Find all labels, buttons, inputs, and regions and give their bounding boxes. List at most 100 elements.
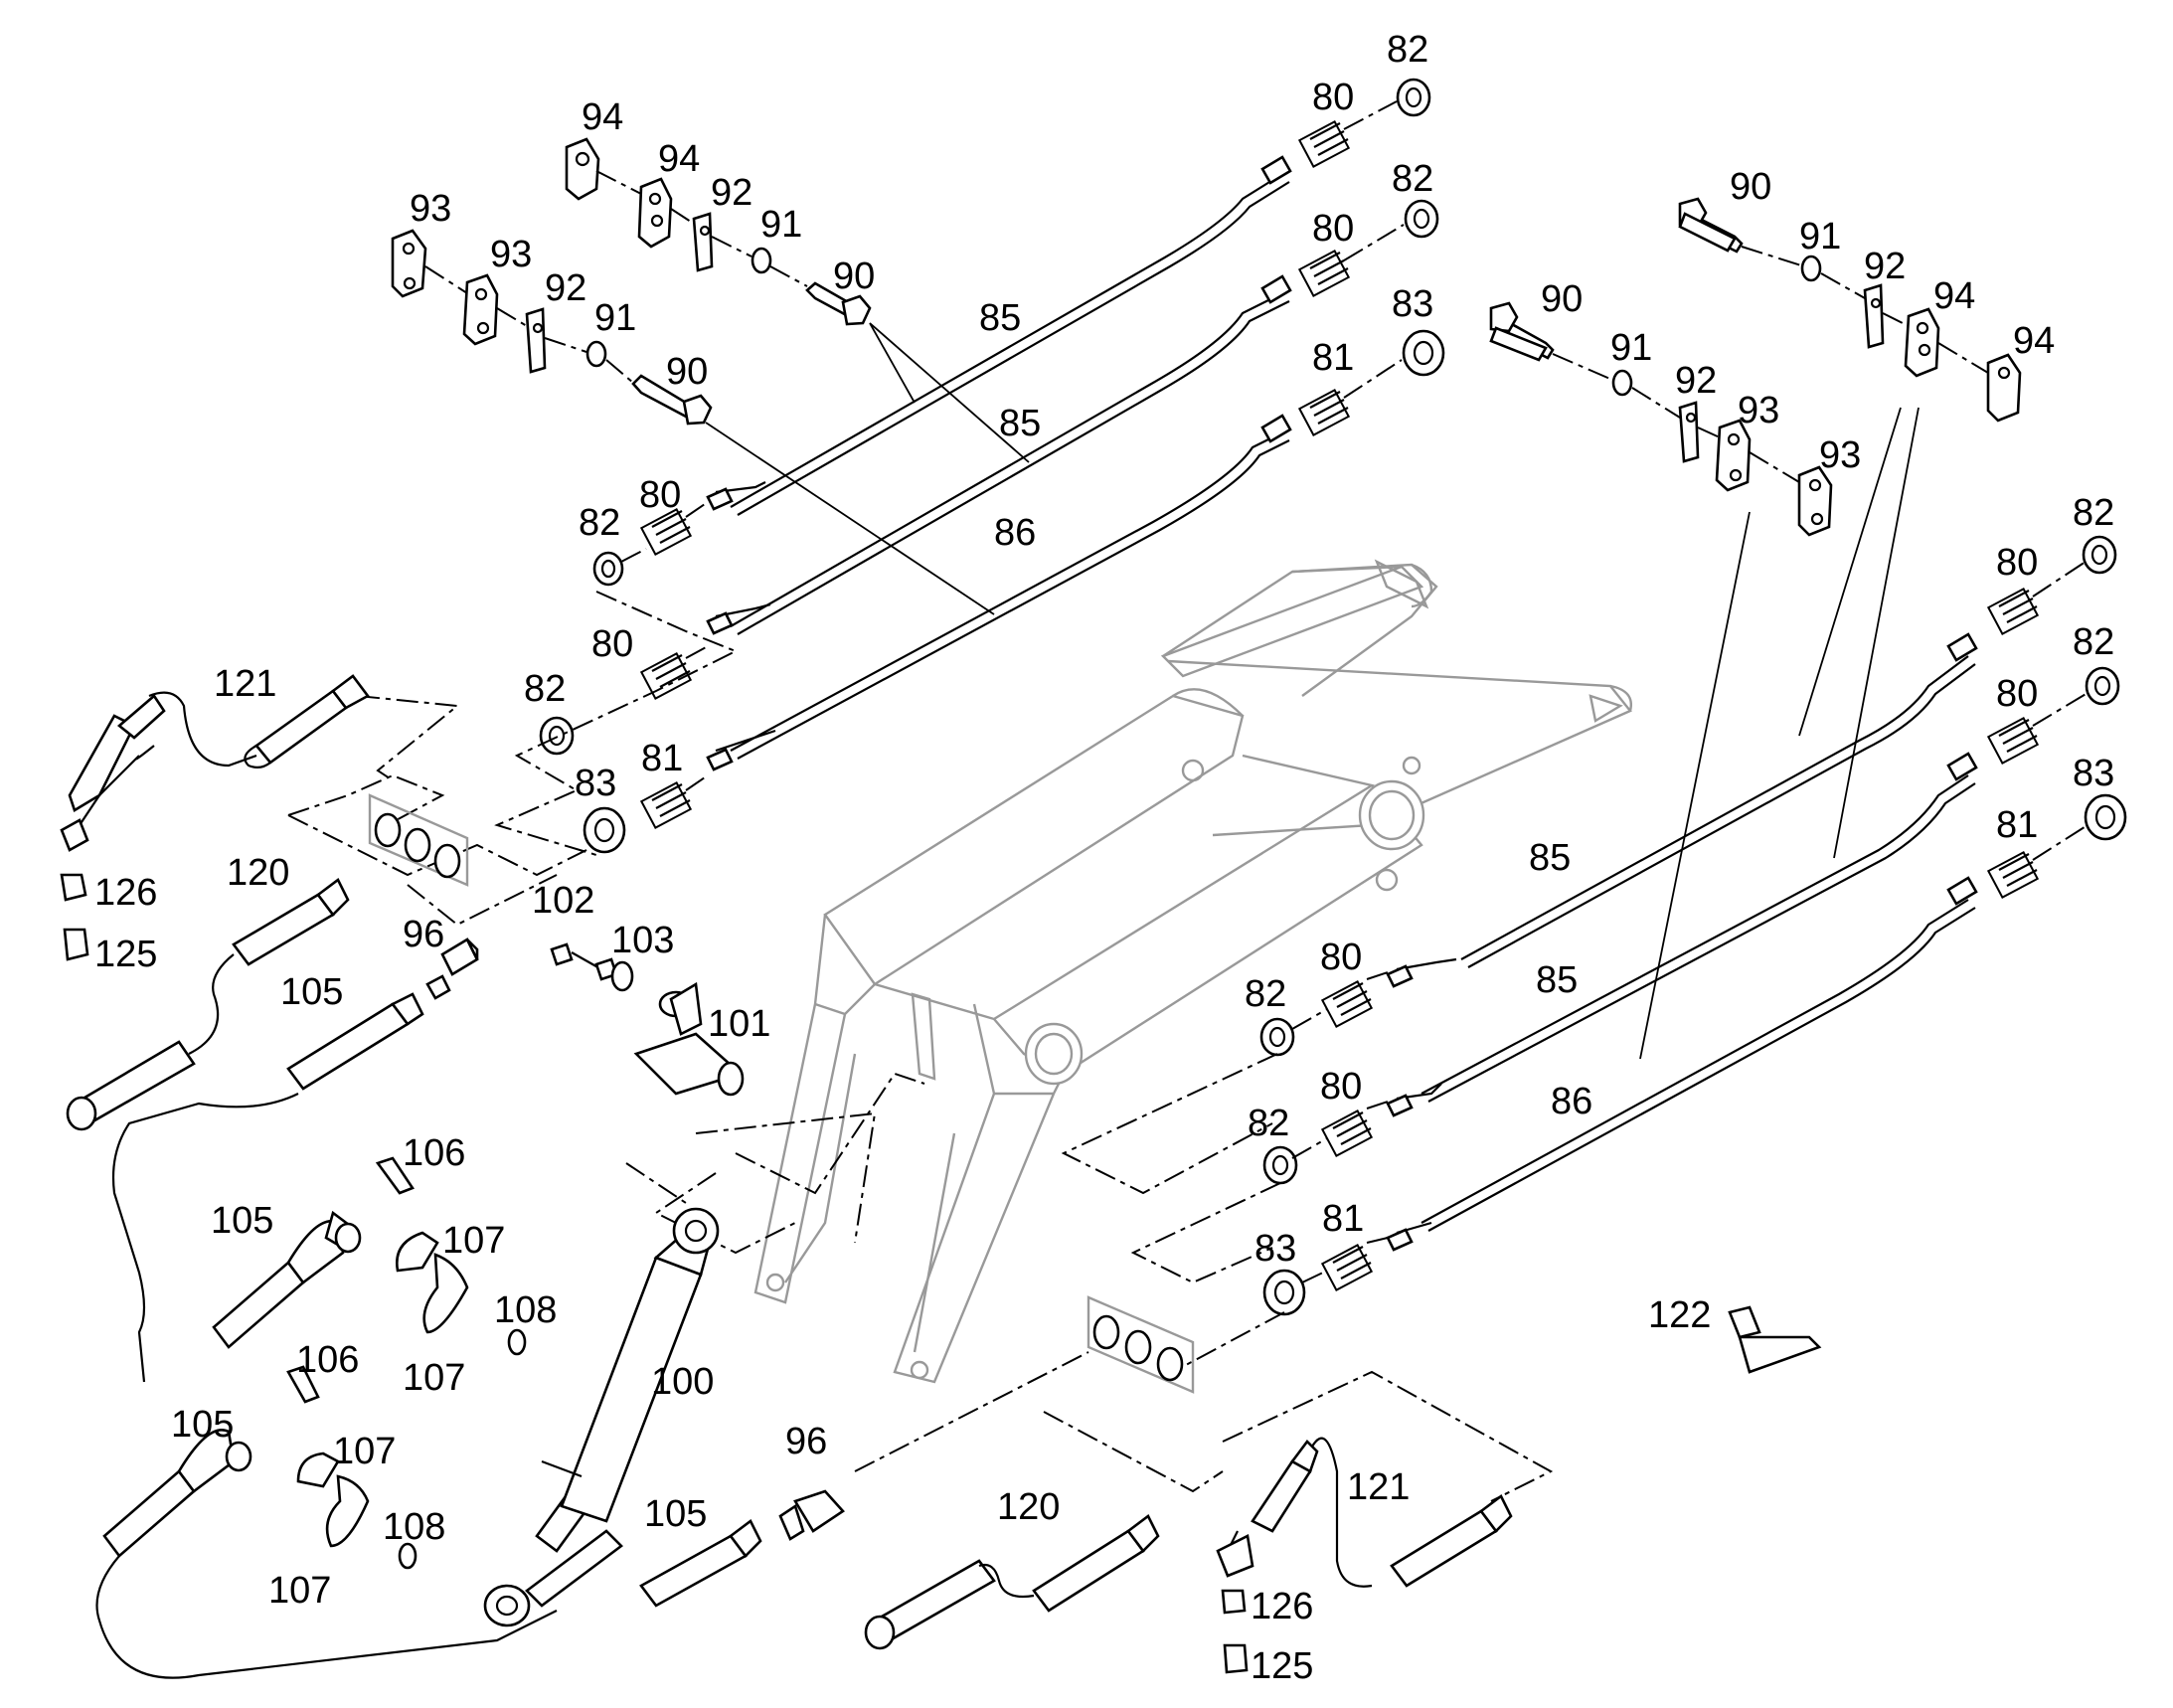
washer-82-top-1 (1396, 78, 1431, 117)
label-83: 83 (1254, 1228, 1296, 1270)
fitting-80-left-2 (639, 652, 693, 700)
fitting-80-top-2 (1297, 250, 1351, 297)
washer-82-left-1 (592, 551, 624, 587)
label-82: 82 (2073, 621, 2114, 663)
label-94: 94 (2013, 320, 2055, 362)
label-108: 108 (383, 1506, 445, 1548)
label-106: 106 (403, 1132, 465, 1174)
label-102: 102 (532, 880, 594, 922)
fitting-80-top-1 (1297, 120, 1351, 168)
fitting-80-left-1 (639, 508, 693, 556)
label-120: 120 (997, 1486, 1060, 1528)
right-pipe-group (1061, 535, 2127, 1373)
label-83: 83 (575, 763, 616, 804)
clamp-group-left-top (391, 137, 872, 426)
label-80: 80 (1312, 208, 1354, 250)
block-plate-right (1086, 1295, 1195, 1394)
label-81: 81 (1322, 1198, 1364, 1240)
clamp-group-right-top (1489, 197, 2022, 537)
label-80: 80 (1996, 673, 2038, 715)
fitting-81-right (1986, 851, 2040, 899)
label-90: 90 (1541, 278, 1583, 320)
label-94: 94 (658, 138, 700, 180)
label-91: 91 (594, 297, 636, 339)
label-105: 105 (171, 1404, 234, 1446)
label-81: 81 (641, 738, 683, 779)
label-91: 91 (1610, 327, 1652, 369)
label-91: 91 (1799, 216, 1841, 257)
label-82: 82 (524, 668, 566, 710)
loader-frame (753, 559, 1632, 1384)
left-assembly-lines (287, 591, 925, 1255)
label-96: 96 (403, 914, 444, 955)
clamp-107-lower (95, 1365, 558, 1679)
fitting-80-right-2 (1986, 717, 2040, 765)
label-80: 80 (1996, 542, 2038, 584)
lower-hoses (639, 1351, 1554, 1674)
label-93: 93 (490, 234, 532, 275)
clamp-107-upper (212, 1156, 527, 1356)
label-122: 122 (1648, 1294, 1711, 1336)
label-85: 85 (999, 403, 1041, 444)
label-90: 90 (666, 351, 708, 393)
fitting-80-right-1 (1986, 588, 2040, 635)
left-hoses (60, 674, 479, 1383)
callout-labels: 82 80 82 80 83 81 94 94 92 91 90 93 93 9… (94, 29, 2114, 1687)
label-90: 90 (1730, 166, 1771, 208)
label-83: 83 (2073, 753, 2114, 794)
fitting-80-mid-2 (1320, 1110, 1374, 1157)
label-92: 92 (1864, 246, 1906, 287)
label-85: 85 (979, 297, 1021, 339)
fitting-81-mid (1320, 1244, 1374, 1291)
label-80: 80 (639, 474, 681, 516)
fitting-81-left (639, 781, 693, 829)
label-80: 80 (1312, 77, 1354, 118)
label-125: 125 (94, 934, 157, 975)
label-93: 93 (1738, 390, 1779, 431)
label-92: 92 (545, 267, 586, 309)
label-82: 82 (579, 502, 620, 544)
washer-82-top-2 (1404, 199, 1439, 239)
label-107: 107 (333, 1431, 396, 1472)
label-105: 105 (644, 1493, 707, 1535)
label-105: 105 (280, 971, 343, 1013)
label-107: 107 (268, 1570, 331, 1612)
label-126: 126 (94, 872, 157, 914)
label-96: 96 (785, 1421, 827, 1462)
pin-assembly (550, 942, 745, 1097)
label-80: 80 (1320, 937, 1362, 978)
label-101: 101 (708, 1003, 770, 1045)
left-upper-pipe-group (539, 78, 1445, 854)
washer-83-top (1402, 329, 1445, 377)
label-120: 120 (227, 852, 289, 894)
label-100: 100 (651, 1361, 714, 1403)
label-108: 108 (494, 1289, 557, 1331)
label-121: 121 (1347, 1466, 1410, 1508)
label-81: 81 (1996, 804, 2038, 846)
label-105: 105 (211, 1200, 273, 1242)
label-93: 93 (1819, 434, 1861, 476)
label-86: 86 (1551, 1081, 1592, 1122)
label-82: 82 (1392, 158, 1433, 200)
label-94: 94 (1933, 275, 1975, 317)
label-121: 121 (214, 663, 276, 705)
part-122 (1728, 1305, 1822, 1374)
label-92: 92 (711, 172, 752, 214)
label-82: 82 (1245, 973, 1286, 1015)
label-86: 86 (994, 512, 1036, 554)
label-103: 103 (611, 920, 674, 961)
label-106: 106 (296, 1339, 359, 1381)
label-85: 85 (1529, 837, 1571, 879)
label-85: 85 (1536, 959, 1578, 1001)
label-107: 107 (403, 1357, 465, 1399)
washer-82-left-2 (539, 716, 575, 756)
block-plate-left (368, 793, 469, 887)
label-90: 90 (833, 256, 875, 297)
label-81: 81 (1312, 337, 1354, 379)
label-125: 125 (1251, 1645, 1313, 1687)
fitting-81-top (1297, 389, 1351, 436)
label-126: 126 (1251, 1586, 1313, 1627)
label-80: 80 (591, 623, 633, 665)
